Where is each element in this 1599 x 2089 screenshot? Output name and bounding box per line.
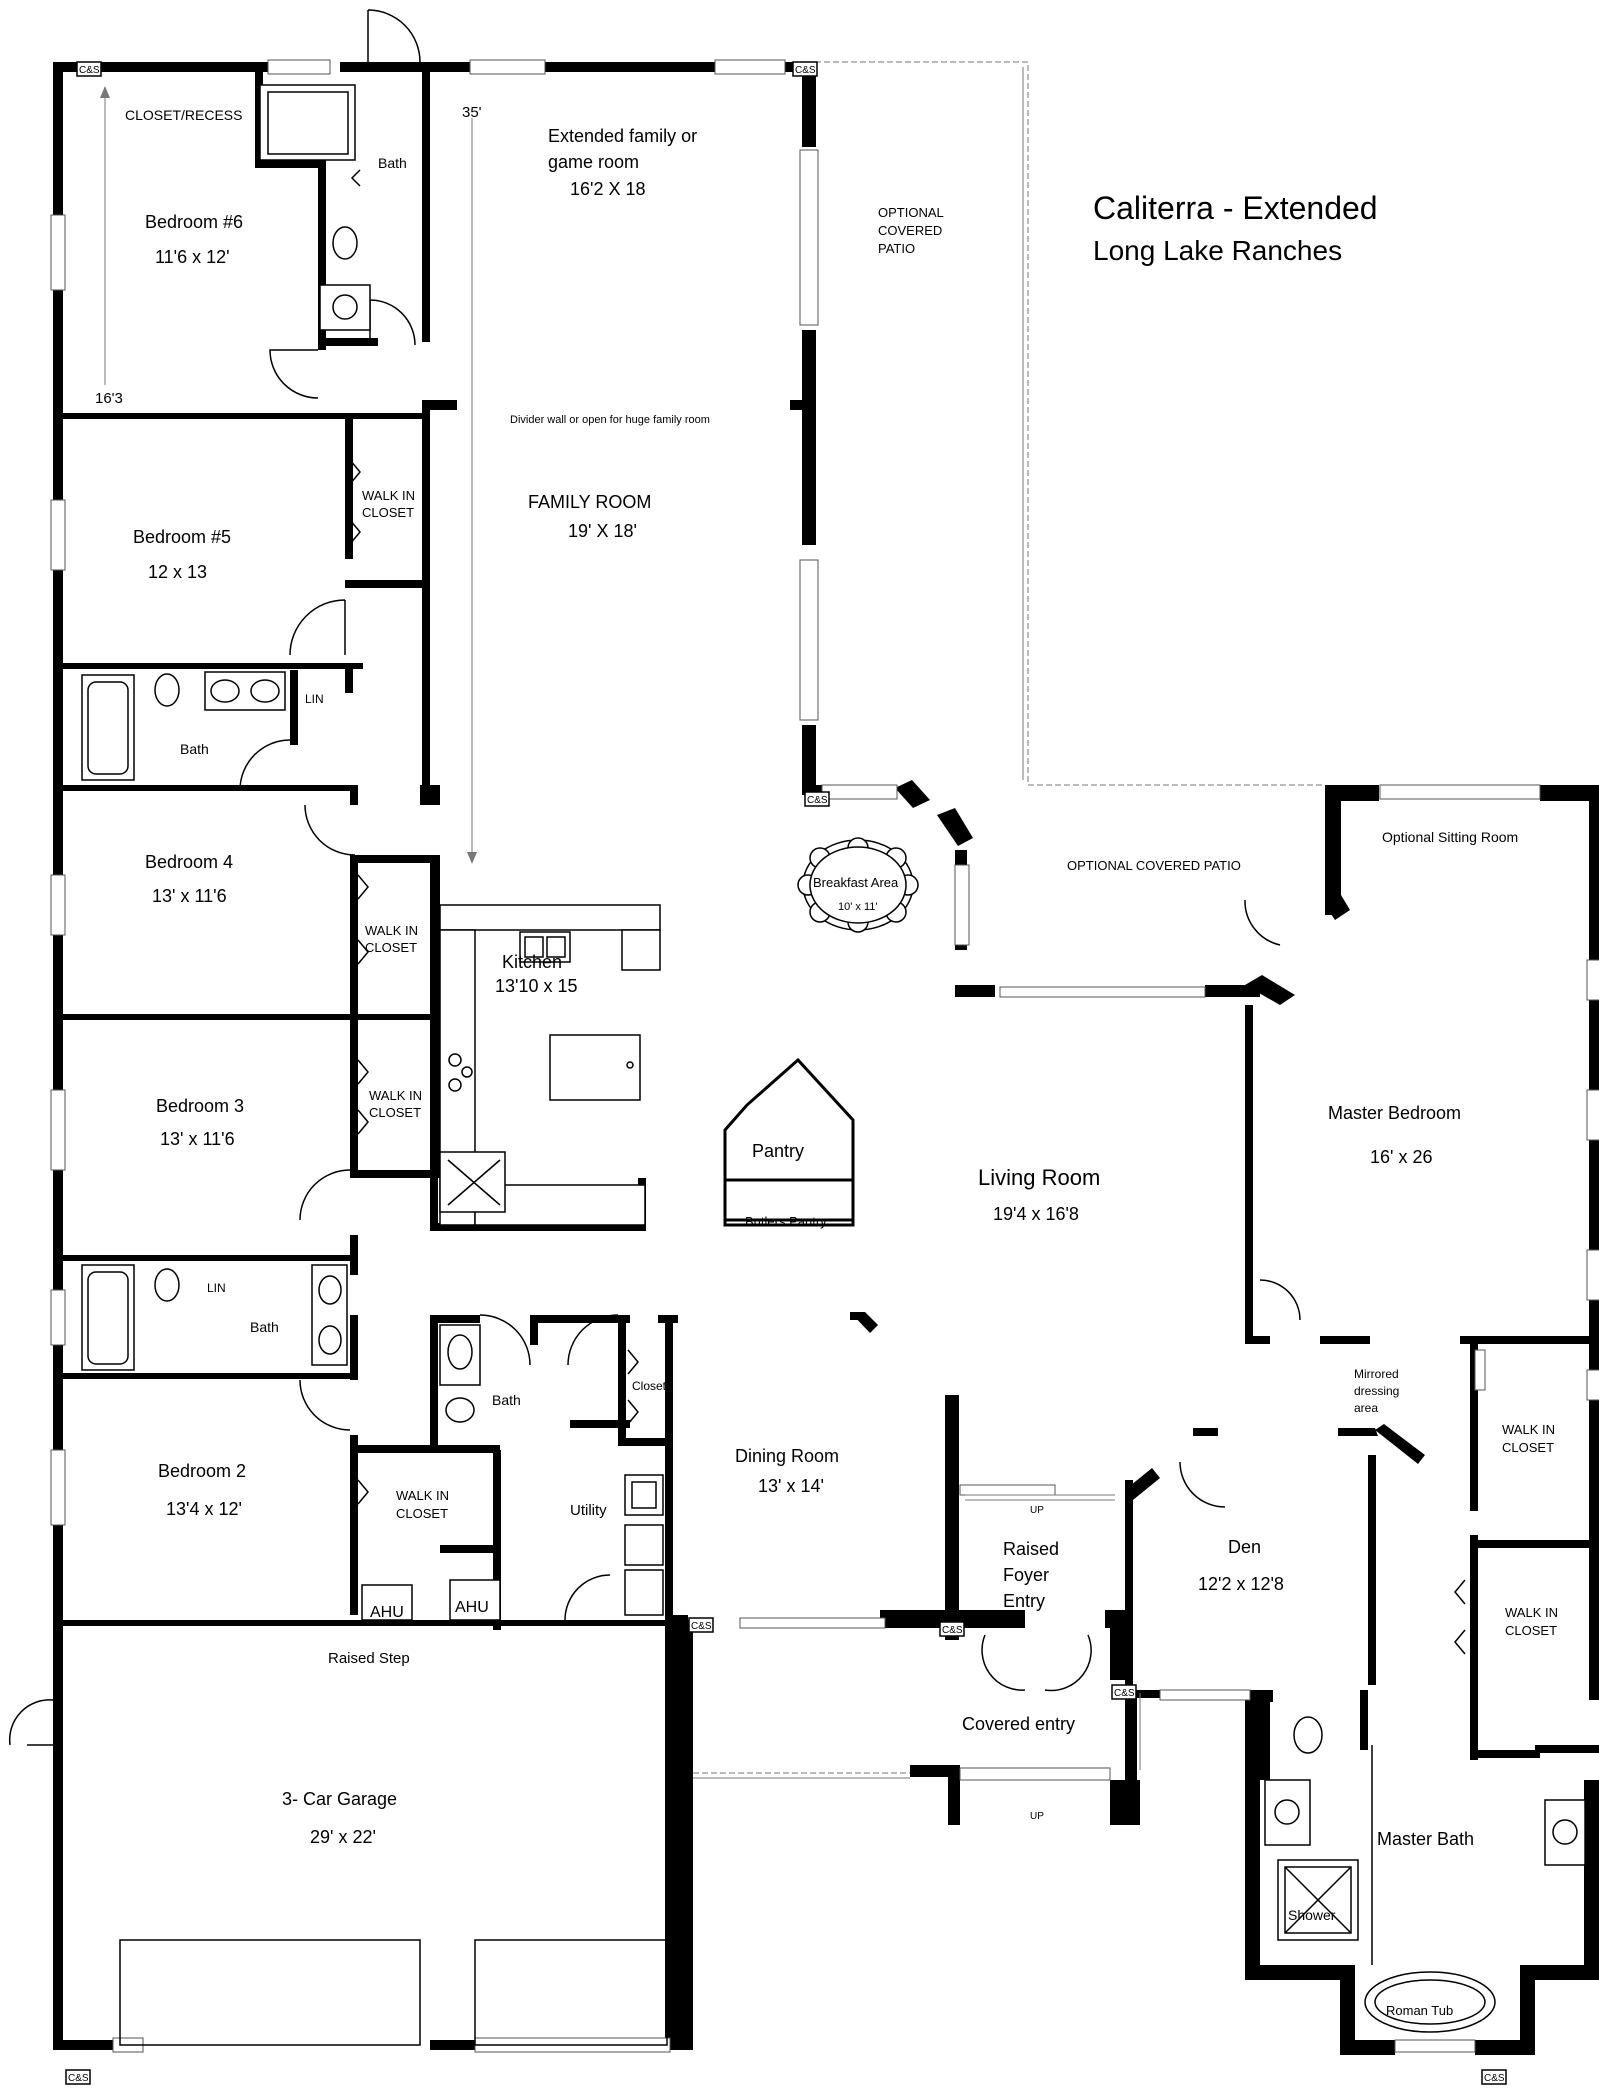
label-walkin2-1: WALK IN (396, 1488, 449, 1503)
label-family-room: FAMILY ROOM (528, 492, 651, 512)
label-bedroom5: Bedroom #5 (133, 527, 231, 547)
garage-doors (119, 1939, 668, 2046)
label-optional-patio-2: COVERED (878, 223, 942, 238)
label-mirrored-3: area (1354, 1401, 1378, 1415)
label-covered-entry: Covered entry (962, 1714, 1075, 1734)
door-swings (8, 9, 1301, 1746)
label-bedroom6: Bedroom #6 (145, 212, 243, 232)
dims-dining-room: 13' x 14' (758, 1476, 824, 1496)
label-bedroom4: Bedroom 4 (145, 852, 233, 872)
dims-bedroom3: 13' x 11'6 (160, 1129, 235, 1149)
cs-marker: C&S (942, 1625, 963, 1636)
cs-markers: C&S C&S C&S C&S C&S C&S C&S C&S (65, 61, 1507, 2085)
dims-bedroom4: 13' x 11'6 (152, 886, 227, 906)
windows (50, 59, 1599, 2053)
label-lin2: LIN (207, 1281, 226, 1295)
label-roman-tub: Roman Tub (1386, 2003, 1453, 2018)
up-marker: UP (1030, 1505, 1044, 1516)
cs-marker: C&S (79, 65, 100, 76)
closet-doors (349, 169, 1466, 1655)
cs-marker: C&S (795, 65, 816, 76)
label-shower: Shower (1288, 1907, 1336, 1923)
dims-master-bedroom: 16' x 26 (1370, 1147, 1432, 1167)
label-mirrored-1: Mirrored (1354, 1367, 1399, 1381)
label-bedroom3: Bedroom 3 (156, 1096, 244, 1116)
label-optional-patio-1: OPTIONAL (878, 205, 944, 220)
label-walkin5-2: CLOSET (362, 505, 414, 520)
label-walkin-m1-1: WALK IN (1502, 1422, 1555, 1437)
label-bath1: Bath (180, 741, 209, 757)
label-living-room: Living Room (978, 1165, 1100, 1190)
dims-bedroom5: 12 x 13 (148, 562, 207, 582)
label-divider-note: Divider wall or open for huge family roo… (510, 414, 710, 426)
label-bath2: Bath (250, 1319, 279, 1335)
up-marker: UP (1030, 1811, 1044, 1822)
dim-label-16-3: 16'3 (95, 390, 123, 407)
patio-outlines (693, 61, 1325, 1779)
dims-den: 12'2 x 12'8 (1198, 1574, 1284, 1594)
label-walkin3-2: CLOSET (369, 1105, 421, 1120)
cs-marker: C&S (1484, 2073, 1505, 2084)
label-optional-sitting: Optional Sitting Room (1382, 829, 1518, 845)
label-optional-patio-3: PATIO (878, 241, 915, 256)
cs-marker: C&S (1114, 1688, 1135, 1699)
up-markers: UP UP (965, 1494, 1115, 1822)
dims-breakfast: 10' x 11' (838, 901, 877, 913)
label-walkin2-2: CLOSET (396, 1506, 448, 1521)
cs-marker: C&S (807, 795, 828, 806)
label-kitchen: Kitchen (502, 952, 562, 972)
dims-extended-family: 16'2 X 18 (570, 179, 646, 199)
label-walkin-m2-2: CLOSET (1505, 1623, 1557, 1638)
label-master-bedroom: Master Bedroom (1328, 1103, 1461, 1123)
dims-bedroom2: 13'4 x 12' (166, 1499, 242, 1519)
label-optional-patio-mid: OPTIONAL COVERED PATIO (1067, 858, 1241, 873)
plan-title: Caliterra - Extended Long Lake Ranches (1093, 190, 1378, 266)
dimension-arrows (100, 86, 477, 864)
room-labels: CLOSET/RECESS 16'3 Bedroom #6 11'6 x 12'… (95, 104, 1558, 2018)
label-lin1: LIN (305, 692, 324, 706)
dims-bedroom6: 11'6 x 12' (155, 247, 230, 267)
label-ahu2: AHU (455, 1599, 489, 1616)
label-raised-step: Raised Step (328, 1650, 410, 1667)
label-bedroom2: Bedroom 2 (158, 1461, 246, 1481)
label-walkin3-1: WALK IN (369, 1088, 422, 1103)
dim-label-35: 35' (462, 104, 482, 121)
label-extended-family-1: Extended family or (548, 126, 697, 146)
label-ahu1: AHU (370, 1604, 404, 1621)
label-closet-recess: CLOSET/RECESS (125, 107, 242, 123)
label-bath3: Bath (492, 1392, 521, 1408)
label-garage: 3- Car Garage (282, 1789, 397, 1809)
walls (53, 62, 1599, 2055)
label-walkin5-1: WALK IN (362, 488, 415, 503)
label-bath-top: Bath (378, 155, 407, 171)
label-breakfast: Breakfast Area (813, 875, 899, 890)
label-walkin4-2: CLOSET (365, 940, 417, 955)
label-foyer-3: Entry (1003, 1591, 1045, 1611)
label-walkin-m2-1: WALK IN (1505, 1605, 1558, 1620)
label-butlers-pantry: Butlers Pantry (745, 1214, 827, 1229)
label-pantry: Pantry (752, 1141, 804, 1161)
label-walkin4-1: WALK IN (365, 923, 418, 938)
label-master-bath: Master Bath (1377, 1829, 1474, 1849)
label-dining-room: Dining Room (735, 1446, 839, 1466)
title-line1: Caliterra - Extended (1093, 190, 1378, 226)
label-den: Den (1228, 1537, 1261, 1557)
label-foyer-2: Foyer (1003, 1565, 1049, 1585)
dims-kitchen: 13'10 x 15 (495, 976, 578, 996)
label-utility: Utility (570, 1502, 607, 1519)
label-walkin-m1-2: CLOSET (1502, 1440, 1554, 1455)
dims-garage: 29' x 22' (310, 1827, 376, 1847)
fixtures (81, 84, 1586, 2033)
label-closet: Closet (632, 1379, 667, 1393)
label-extended-family-2: game room (548, 152, 639, 172)
title-line2: Long Lake Ranches (1093, 235, 1342, 266)
cs-marker: C&S (68, 2073, 89, 2084)
dims-family-room: 19' X 18' (568, 521, 637, 541)
label-foyer-1: Raised (1003, 1539, 1059, 1559)
cs-marker: C&S (691, 1621, 712, 1632)
label-mirrored-2: dressing (1354, 1384, 1399, 1398)
dims-living-room: 19'4 x 16'8 (993, 1204, 1079, 1224)
